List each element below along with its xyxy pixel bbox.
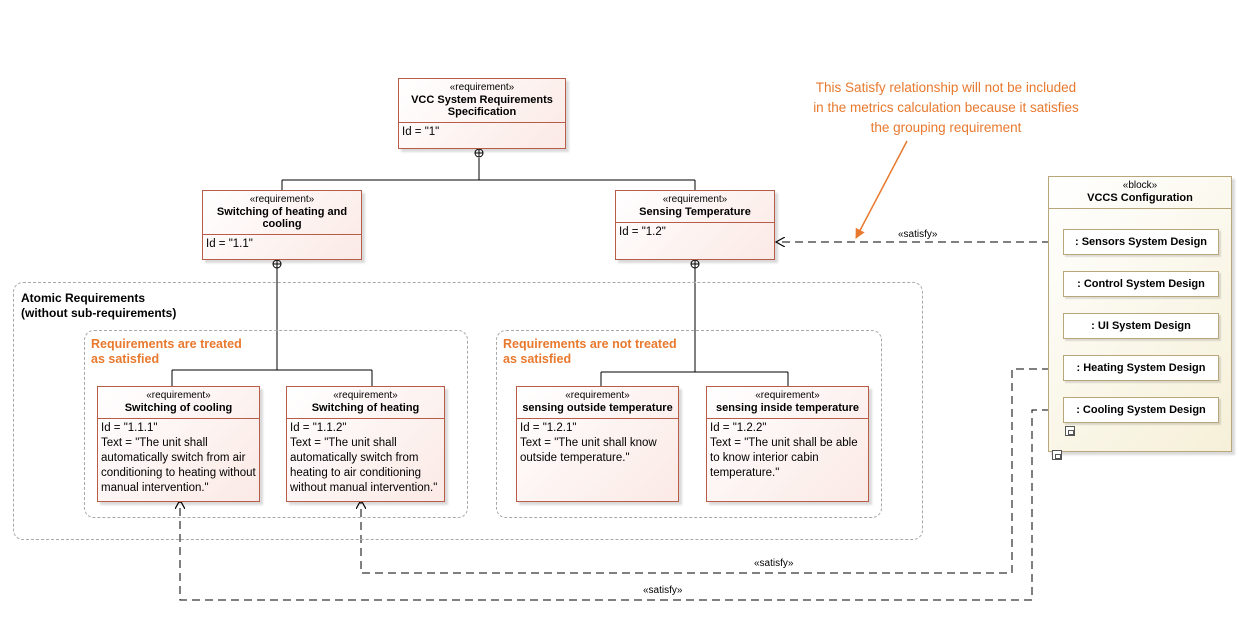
requirement-name: sensing inside temperature: [715, 402, 860, 414]
requirement-text: Text = "The unit shall automatically swi…: [101, 437, 259, 494]
requirement-id: Id = "1.1.1": [101, 422, 158, 434]
atomic-requirements-label: Atomic Requirements (without sub-require…: [21, 291, 177, 320]
satisfied-package-label: Requirements are treated as satisfied: [91, 337, 242, 366]
part-cooling-system-design[interactable]: : Cooling System Design: [1063, 397, 1219, 423]
part-heating-system-design[interactable]: : Heating System Design: [1063, 355, 1219, 381]
containment-1-2-to-children: [600, 259, 789, 386]
atomic-requirements-package[interactable]: [13, 282, 923, 540]
containment-1-1-to-children: [171, 259, 373, 386]
requirement-text: Text = "The unit shall automatically swi…: [290, 437, 438, 494]
requirement-switching-of-heating[interactable]: «requirement» Switching of heating Id = …: [286, 386, 445, 502]
part-sensors-system-design[interactable]: : Sensors System Design: [1063, 229, 1219, 255]
containment-1-to-children: [281, 148, 696, 190]
requirement-switching-of-cooling[interactable]: «requirement» Switching of cooling Id = …: [97, 386, 260, 502]
requirement-name: Switching of heating: [311, 402, 420, 414]
satisfy-note: This Satisfy relationship will not be in…: [813, 80, 1079, 135]
requirement-id: Id = "1.1.2": [290, 422, 347, 434]
requirement-text: Text = "The unit shall know outside temp…: [520, 437, 660, 464]
satisfy-heating-to-switching-of-heating: [361, 368, 1063, 574]
block-stereotype: «block»: [1122, 180, 1158, 191]
satisfy-label-sensors: «satisfy»: [898, 229, 938, 240]
requirement-sensing-temperature[interactable]: «requirement» Sensing Temperature Id = "…: [615, 190, 775, 260]
requirement-stereotype: «requirement»: [755, 390, 820, 401]
block-name: VCCS Configuration: [1087, 192, 1193, 204]
requirement-stereotype: «requirement»: [662, 194, 728, 205]
requirement-switching-heating-cooling[interactable]: «requirement» Switching of heating and c…: [202, 190, 362, 260]
part-control-system-design[interactable]: : Control System Design: [1063, 271, 1219, 297]
structure-icon: [1065, 426, 1075, 436]
requirement-sensing-inside-temperature[interactable]: «requirement» sensing inside temperature…: [706, 386, 869, 502]
requirement-name: VCC System Requirements Specification: [411, 94, 553, 118]
requirement-id: Id = "1.2.2": [710, 422, 767, 434]
requirement-name: sensing outside temperature: [522, 402, 673, 414]
satisfy-label-cooling: «satisfy»: [643, 585, 683, 596]
requirement-sensing-outside-temperature[interactable]: «requirement» sensing outside temperatur…: [516, 386, 679, 502]
not-satisfied-package-label: Requirements are not treated as satisfie…: [503, 337, 677, 366]
requirement-name: Sensing Temperature: [639, 206, 751, 218]
satisfy-cooling-to-switching-of-cooling: [180, 409, 1063, 601]
requirement-text: Text = "The unit shall be able to know i…: [710, 437, 861, 479]
requirement-vcc-system-spec[interactable]: «requirement» VCC System Requirements Sp…: [398, 78, 566, 149]
satisfied-package[interactable]: [84, 330, 468, 518]
not-satisfied-package[interactable]: [496, 330, 882, 518]
requirement-stereotype: «requirement»: [146, 390, 211, 401]
requirement-name: Switching of cooling: [124, 402, 233, 414]
structure-icon: [1052, 450, 1062, 460]
requirement-name: Switching of heating and cooling: [216, 206, 348, 230]
requirement-id: Id = "1": [402, 126, 440, 138]
requirement-id: Id = "1.2.1": [520, 422, 577, 434]
requirement-stereotype: «requirement»: [333, 390, 398, 401]
satisfy-label-heating: «satisfy»: [754, 558, 794, 569]
requirement-id: Id = "1.1": [206, 238, 253, 250]
requirement-id: Id = "1.2": [619, 226, 666, 238]
note-arrow: [855, 140, 908, 239]
requirement-stereotype: «requirement»: [249, 194, 315, 205]
part-ui-system-design[interactable]: : UI System Design: [1063, 313, 1219, 339]
requirement-stereotype: «requirement»: [449, 82, 515, 93]
requirement-stereotype: «requirement»: [565, 390, 630, 401]
